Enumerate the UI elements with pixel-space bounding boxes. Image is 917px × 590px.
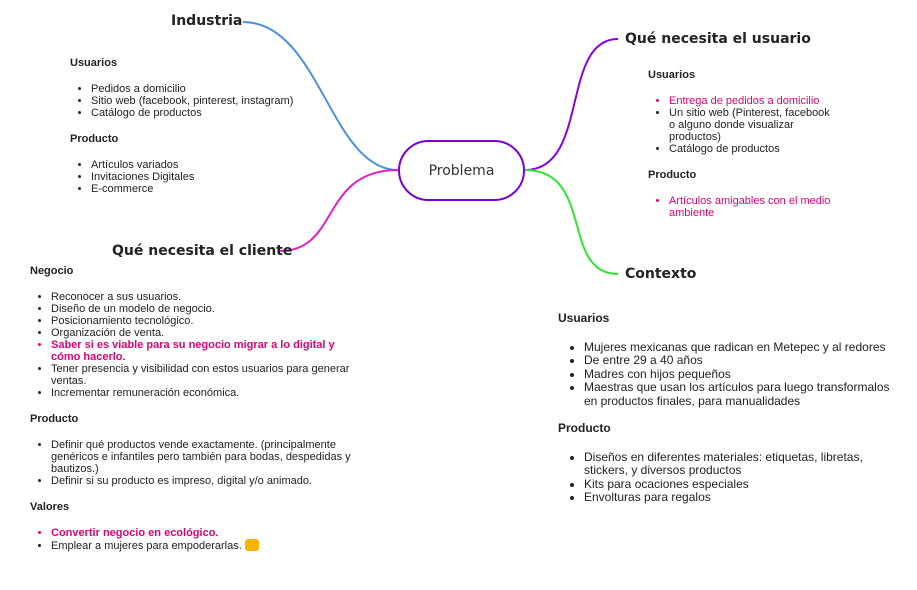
cliente-negocio-heading: Negocio — [30, 265, 74, 277]
list-item: Definir si su producto es impreso, digit… — [51, 475, 360, 487]
list-item: Envolturas para regalos — [584, 490, 898, 505]
list-item: Maestras que usan los artículos para lue… — [584, 380, 898, 408]
list-item: Artículos variados — [91, 159, 330, 171]
list-item: Entrega de pedidos a domicilio — [669, 95, 838, 107]
industria-usuarios-list: Pedidos a domicilio Sitio web (facebook,… — [70, 83, 330, 119]
list-item: Tener presencia y visibilidad con estos … — [51, 363, 360, 387]
list-item: Sitio web (facebook, pinterest, instagra… — [91, 95, 330, 107]
contexto-usuarios-heading: Usuarios — [558, 311, 610, 325]
contexto-usuarios-list: Mujeres mexicanas que radican en Metepec… — [558, 340, 898, 409]
industria-producto-list: Artículos variados Invitaciones Digitale… — [70, 159, 330, 195]
list-item: Un sitio web (Pinterest, facebook o algu… — [669, 107, 838, 143]
industria-content: Usuarios Pedidos a domicilio Sitio web (… — [70, 57, 330, 209]
cliente-negocio-list: Reconocer a sus usuarios. Diseño de un m… — [30, 291, 360, 399]
list-item: Catálogo de productos — [669, 143, 838, 155]
usuario-content: Usuarios Entrega de pedidos a domicilio … — [648, 69, 838, 233]
cliente-valores-heading: Valores — [30, 501, 70, 513]
list-item: Definir qué productos vende exactamente.… — [51, 439, 360, 475]
cliente-producto-list: Definir qué productos vende exactamente.… — [30, 439, 360, 487]
list-item: Catálogo de productos — [91, 107, 330, 119]
list-item: Invitaciones Digitales — [91, 171, 330, 183]
list-item: Posicionamiento tecnológico. — [51, 315, 360, 327]
list-item-text: Emplear a mujeres para empoderarlas. — [51, 540, 242, 552]
list-item: Mujeres mexicanas que radican en Metepec… — [584, 340, 898, 355]
cliente-producto-heading: Producto — [30, 413, 79, 425]
contexto-content: Usuarios Mujeres mexicanas que radican e… — [558, 311, 898, 519]
list-item: Saber si es viable para su negocio migra… — [51, 339, 360, 363]
list-item: Kits para ocaciones especiales — [584, 477, 898, 492]
list-item: Reconocer a sus usuarios. — [51, 291, 360, 303]
flexed-biceps-icon — [244, 539, 259, 551]
industria-usuarios-heading: Usuarios — [70, 57, 118, 69]
cliente-content: Negocio Reconocer a sus usuarios. Diseño… — [30, 265, 360, 566]
list-item: Convertir negocio en ecológico. — [51, 527, 360, 539]
usuario-producto-heading: Producto — [648, 169, 697, 181]
link-cliente — [279, 169, 399, 252]
usuario-producto-list: Artículos amigables con el medio ambient… — [648, 195, 838, 219]
branch-title-usuario: Qué necesita el usuario — [625, 31, 811, 47]
link-usuario — [524, 38, 619, 171]
usuario-usuarios-heading: Usuarios — [648, 69, 696, 81]
contexto-producto-list: Diseños en diferentes materiales: etique… — [558, 450, 898, 505]
list-item: Madres con hijos pequeños — [584, 367, 898, 382]
branch-title-industria: Industria — [171, 13, 243, 29]
list-item: Emplear a mujeres para empoderarlas. — [51, 539, 360, 552]
list-item: De entre 29 a 40 años — [584, 353, 898, 368]
link-contexto — [524, 169, 619, 275]
center-node-problema: Problema — [398, 140, 525, 201]
list-item: E-commerce — [91, 183, 330, 195]
branch-title-contexto: Contexto — [625, 266, 697, 282]
cliente-valores-list: Convertir negocio en ecológico. Emplear … — [30, 527, 360, 552]
list-item: Diseños en diferentes materiales: etique… — [584, 450, 898, 478]
industria-producto-heading: Producto — [70, 133, 119, 145]
contexto-producto-heading: Producto — [558, 421, 611, 435]
list-item: Diseño de un modelo de negocio. — [51, 303, 360, 315]
list-item: Artículos amigables con el medio ambient… — [669, 195, 838, 219]
list-item: Organización de venta. — [51, 327, 360, 339]
list-item: Incrementar remuneración económica. — [51, 387, 360, 399]
link-industria — [242, 21, 399, 171]
list-item: Pedidos a domicilio — [91, 83, 330, 95]
usuario-usuarios-list: Entrega de pedidos a domicilio Un sitio … — [648, 95, 838, 155]
branch-title-cliente: Qué necesita el cliente — [112, 243, 293, 259]
